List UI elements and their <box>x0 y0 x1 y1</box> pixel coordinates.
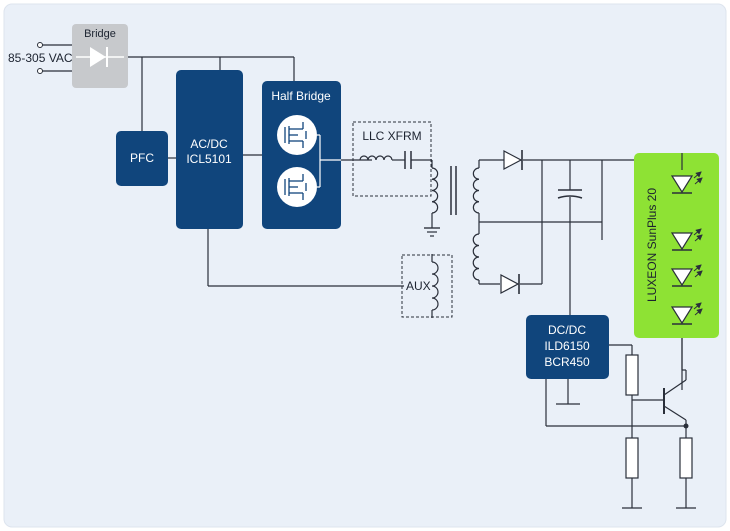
pfc-block <box>116 131 168 186</box>
inductor-icon <box>431 261 439 311</box>
led-panel <box>634 153 719 338</box>
dcdc-block <box>526 315 609 379</box>
acdc-label-line1: AC/DC <box>190 137 228 151</box>
led-icon <box>670 171 703 194</box>
dcdc-label-line2: ILD6150 <box>544 339 590 353</box>
input-voltage-label: 85-305 VAC <box>8 51 73 65</box>
junction-dot <box>683 423 689 429</box>
diode-icon <box>76 47 124 67</box>
acdc-block <box>176 70 243 229</box>
capacitor-icon <box>557 189 583 199</box>
transformer-icon <box>431 166 480 281</box>
input-terminal-top <box>37 42 43 48</box>
mosfet-icon <box>277 115 317 155</box>
aux-label: AUX <box>406 279 431 293</box>
pfc-label: PFC <box>130 151 154 165</box>
resistor-icon <box>625 437 639 479</box>
diode-icon <box>503 150 523 170</box>
llc-xfrm-box <box>352 121 432 197</box>
acdc-label-line2: ICL5101 <box>186 152 232 166</box>
bridge-label: Bridge <box>84 28 116 40</box>
capacitor-icon <box>404 151 412 169</box>
aux-box <box>401 254 453 318</box>
resistor-icon <box>679 437 693 479</box>
inductor-icon <box>359 155 393 161</box>
half-bridge-block <box>262 81 341 229</box>
led-icon <box>670 302 703 325</box>
input-terminal-bottom <box>37 68 43 74</box>
diode-icon <box>500 274 520 294</box>
mosfet-icon <box>277 167 317 207</box>
led-icon <box>670 228 703 251</box>
dcdc-label-line1: DC/DC <box>548 323 586 337</box>
led-icon <box>670 264 703 287</box>
llc-xfrm-label: LLC XFRM <box>362 129 421 143</box>
led-panel-label: LUXEON SunPlus 20 <box>645 188 659 302</box>
half-bridge-label: Half Bridge <box>271 89 331 103</box>
dcdc-label-line3: BCR450 <box>544 355 590 369</box>
resistor-icon <box>625 354 639 396</box>
